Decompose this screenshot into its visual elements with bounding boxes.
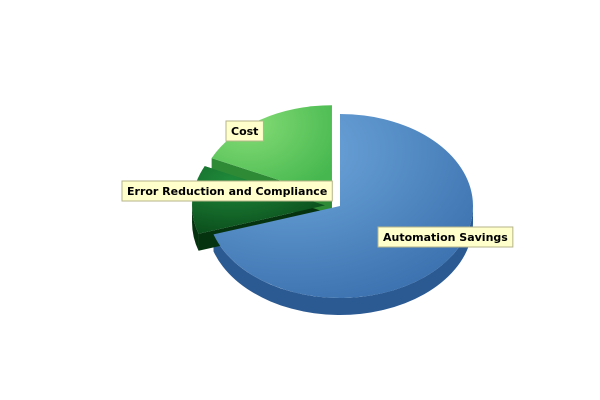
pie-side-automation-savings [213,206,473,315]
data-label-cost: Cost [225,120,264,142]
pie-label-layer: Automation Savings Error Reduction and Co… [121,120,514,248]
data-label-box [225,120,264,142]
pie-side-error-reduction-and-compliance [192,205,199,251]
pie-slice-automation-savings[interactable] [213,114,474,298]
data-label-box [121,180,333,202]
data-label-automation-savings: Automation Savings [377,226,514,248]
data-label-text: Automation Savings [383,231,508,244]
data-label-error-reduction-and-compliance: Error Reduction and Compliance [121,180,333,202]
data-label-text: Cost [231,125,258,138]
pie-slice-cost[interactable] [211,105,332,198]
data-label-text: Error Reduction and Compliance [127,185,327,198]
data-label-box [377,226,514,248]
